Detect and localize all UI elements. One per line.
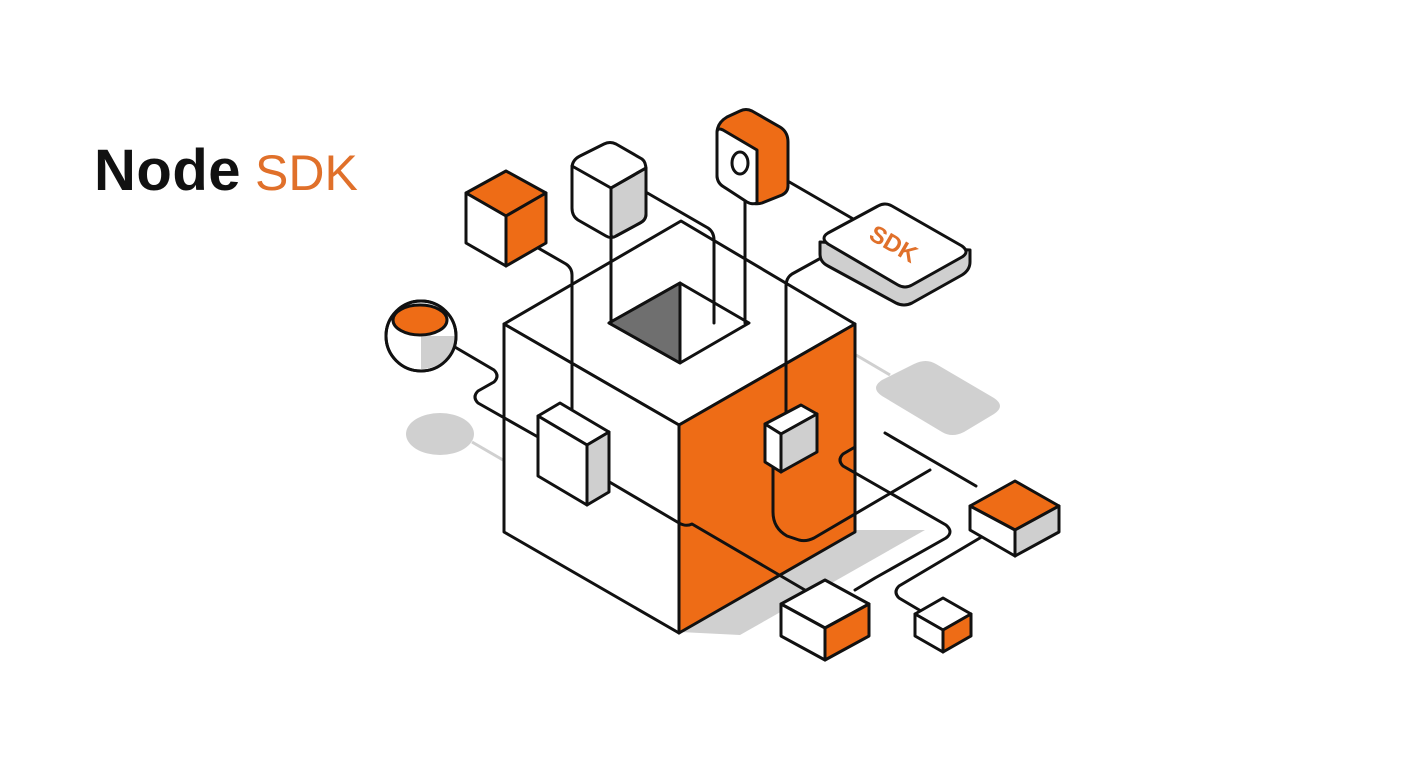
sdk-badge: SDK (818, 202, 972, 307)
bottom-node-box (779, 578, 871, 662)
sphere-shadow (406, 413, 474, 455)
sphere-node (384, 299, 458, 373)
connection-wires (446, 174, 992, 616)
small-node-box (913, 596, 973, 654)
title-secondary: SDK (255, 145, 358, 201)
cube-shadow (680, 530, 925, 635)
title-primary: Node (94, 138, 241, 203)
orange-cube-node (464, 169, 548, 268)
right-node-box (968, 479, 1061, 558)
lens-icon (730, 150, 750, 176)
rounded-cube-node (570, 141, 648, 239)
lens-node (715, 108, 790, 206)
left-face-box (536, 401, 611, 507)
right-face-box (763, 403, 819, 474)
badge-shadow (876, 361, 1000, 435)
